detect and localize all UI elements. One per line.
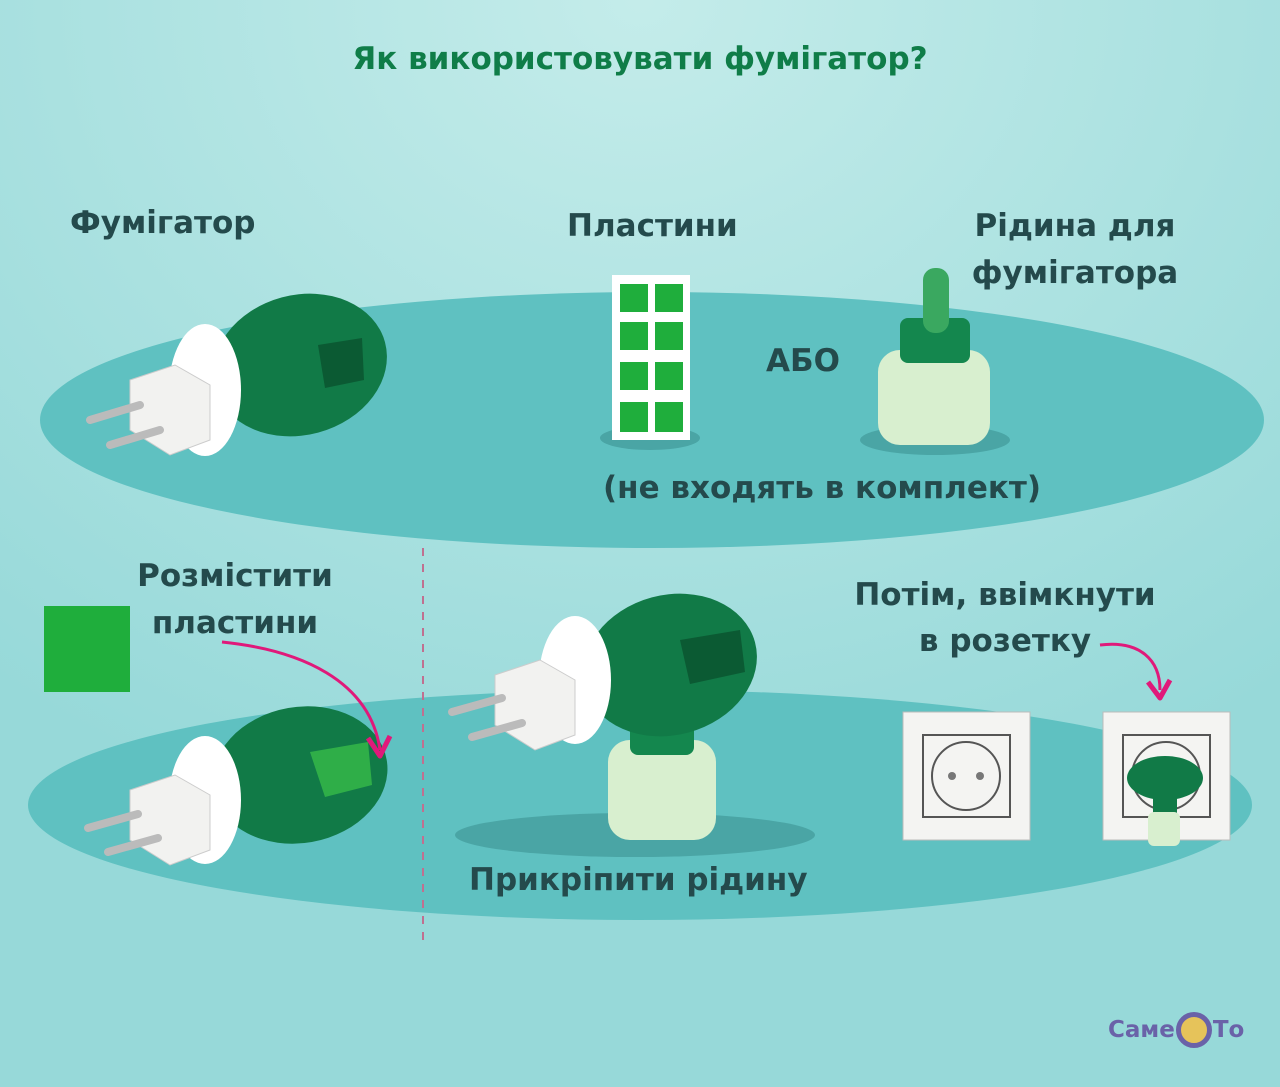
plates-icon — [600, 275, 700, 450]
label-or: АБО — [766, 343, 840, 379]
label-place-plates-line2: пластини — [151, 605, 319, 641]
label-plug-in-line2: в розетку — [918, 623, 1092, 659]
label-attach-liquid: Прикріпити рідину — [469, 862, 808, 898]
logo-ring-icon — [1175, 1012, 1212, 1048]
logo-text-left: Саме — [1108, 1017, 1175, 1043]
socket-with-fumigator-icon — [1102, 711, 1231, 846]
label-fumigator: Фумігатор — [70, 205, 256, 241]
fumigator-with-liquid-icon — [448, 593, 815, 857]
arrow-to-plate-icon — [221, 640, 382, 751]
label-liquid-line1: Рідина для — [974, 208, 1176, 244]
fumigator-device-icon — [86, 293, 387, 456]
page-title: Як використовувати фумігатор? — [352, 41, 928, 77]
green-plate-icon — [44, 606, 130, 692]
label-place-plates-line1: Розмістити — [137, 558, 333, 594]
label-not-included: (не входять в комплект) — [603, 470, 1042, 506]
label-liquid-line2: фумігатора — [971, 255, 1179, 291]
arrow-to-socket-icon — [1099, 642, 1162, 691]
empty-socket-icon — [902, 711, 1031, 841]
label-plug-in-line1: Потім, ввімкнути — [854, 577, 1156, 613]
fumigator-with-plate-icon — [84, 706, 388, 866]
liquid-bottle-icon — [860, 268, 1010, 455]
logo: Саме То — [1108, 1012, 1244, 1048]
label-plates: Пластини — [567, 208, 738, 244]
logo-text-right: То — [1212, 1017, 1245, 1043]
